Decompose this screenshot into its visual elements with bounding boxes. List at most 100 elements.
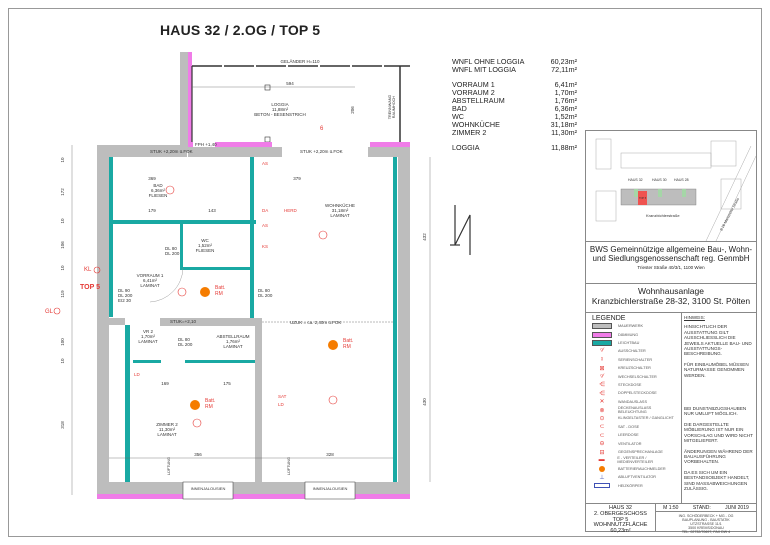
wall [97, 145, 109, 495]
label: DECKENAUSLASS BELEUCHTUNG [617, 406, 652, 415]
label: WOHNKÜCHE [325, 202, 355, 208]
label: KLINGELTASTER / GANGLICHT [618, 416, 674, 421]
legend-item: ✕WANDAUSLASS [592, 398, 681, 406]
label: 10 [60, 265, 65, 271]
uzuk-label: UZUK = ca. 2,40m ü.FOK [290, 320, 341, 325]
label: HERD [284, 208, 298, 213]
label: 11,88m² [551, 143, 577, 152]
label: FLIESEN [196, 248, 215, 253]
label: UTZSTRASSE 11/1 [690, 522, 722, 526]
label: 2. OBERGESCHOSS [594, 510, 647, 517]
label: LÜFTUNG [167, 457, 171, 475]
label: LAMINAT [223, 344, 242, 349]
label: 10 [60, 358, 65, 364]
wall-outlet-icon: ✕ [599, 399, 605, 406]
label: Batt. [343, 338, 353, 344]
smoke-detector-icon: Batt. RM Batt. RM Batt. RM [190, 285, 353, 410]
legend-item: HEIZKÖRPER [592, 481, 681, 489]
area-row: WNFL OHNE LOGGIA 60,23m² [452, 58, 577, 66]
label: 11,30m² [159, 427, 176, 432]
fan-icon: ⊖ [599, 441, 605, 448]
legend-item: ᵒ⁄AUSSCHALTER [592, 347, 681, 355]
label: 1,76m² [226, 339, 241, 344]
double-socket-icon: ⋲ [599, 390, 605, 397]
label: GEGENSPRECHANLAGE [618, 450, 663, 455]
label: 100 [60, 338, 65, 346]
label: Triester Straße 40/3/1, 1100 Wien [637, 265, 705, 270]
label: 6,41m² [554, 80, 577, 89]
distributor-icon: ▬ [598, 457, 605, 464]
intercom-icon: ⊟ [599, 449, 605, 456]
label: 3500 KREMS/DONAU [688, 526, 724, 530]
label: TOP 5 [639, 197, 647, 200]
label: LAMINAT [140, 283, 159, 288]
sheet-frame [8, 8, 762, 537]
project-block: Wohnhausanlage Kranzbichlerstraße 28-32,… [586, 283, 756, 313]
site-plan: HAUS 32 HAUS 30 HAUS 28 TOP 5 Kranzbichl… [586, 131, 757, 242]
label: WNFL MIT LOGGIA [452, 65, 516, 74]
label: WNFL OHNE LOGGIA [452, 57, 525, 66]
label: DL 80 [258, 288, 270, 293]
legend-item: ⊖VENTILATOR [592, 439, 681, 447]
switch-icon: ᵒ⁄ [600, 348, 604, 355]
label: LAMINAT [157, 432, 176, 437]
wall [180, 52, 188, 152]
label: 369 [148, 176, 156, 181]
label: DL 200 [258, 293, 273, 298]
label: LÜFTUNG [287, 457, 291, 475]
legend-item: DÄMMUNG [592, 330, 681, 338]
label: 6,41m² [143, 278, 158, 283]
legend: LEGENDE MAUERWERK DÄMMUNG LEICHTBAU ᵒ⁄AU… [586, 313, 682, 503]
label: 106 [60, 241, 65, 249]
label: HAUS 32 [628, 178, 643, 182]
stuk-label: STUK=+2,10 [170, 319, 197, 324]
railing-label: GELÄNDER H=110 [280, 58, 320, 64]
smoke-detector-icon [592, 465, 612, 472]
two-way-switch-icon: ᵒ⁄ [600, 373, 604, 380]
label: ABLUFTVENTILATOR [618, 475, 657, 480]
stuk-label: STUK +2,20m ü.FOK [150, 149, 193, 154]
blinds-label: INNENJALOUSIEN [191, 486, 226, 491]
label: 318 [60, 421, 65, 429]
label: WOHNNUTZFLÄCHE 60,23m² [593, 522, 648, 535]
sat-icon: ⊂ [599, 424, 605, 431]
stuk-label: STUK +2,20m ü.FOK [300, 149, 343, 154]
label: 432 [422, 233, 427, 241]
label: 72,11m² [551, 65, 577, 74]
north-arrow-icon [450, 205, 471, 255]
label: BATTERIERAUCHMELDER [618, 466, 666, 471]
room-area: 11,88m² [272, 107, 289, 112]
label: DL 200 [118, 293, 133, 298]
label: SAT - DOSE [618, 424, 640, 429]
label: ZIMMER 2 [452, 128, 487, 137]
room-floor: BETON - BESENSTRICH [254, 112, 305, 117]
label: Batt. [205, 398, 215, 404]
kl-label: KL [84, 267, 92, 273]
label: B 20 Mariazeller Straße [719, 197, 740, 231]
room-name: LOGGIA [271, 102, 288, 107]
label: SERIENSCHALTER [618, 357, 653, 362]
label: DL 80 [178, 337, 190, 342]
socket-icon: ⋲ [599, 382, 605, 389]
label: Kranzbichlerstraße 28-32, 3100 St. Pölte… [591, 296, 751, 306]
label: BAUPLANUNG - BAUSTATIK [682, 518, 730, 522]
area-table: WNFL OHNE LOGGIA 60,23m² WNFL MIT LOGGIA 7… [452, 58, 577, 152]
label: 60,23m² [550, 57, 577, 66]
label: 179 [148, 208, 156, 213]
partition-label: TRENNWAND [388, 94, 392, 119]
label: 143 [208, 208, 216, 213]
cross-switch-icon: ⊠ [599, 365, 605, 372]
label: STAND: [692, 504, 711, 511]
page-title: HAUS 32 / 2.OG / TOP 5 [160, 22, 321, 38]
label: 119 [60, 290, 65, 298]
ceiling-light-icon: ⊗ [599, 407, 605, 414]
label: LD [134, 372, 141, 377]
label: E - VERTEILER / MEDIENVERTEILER [617, 456, 654, 465]
label: 1,70m² [554, 88, 577, 97]
label: 31,18m² [332, 208, 349, 213]
